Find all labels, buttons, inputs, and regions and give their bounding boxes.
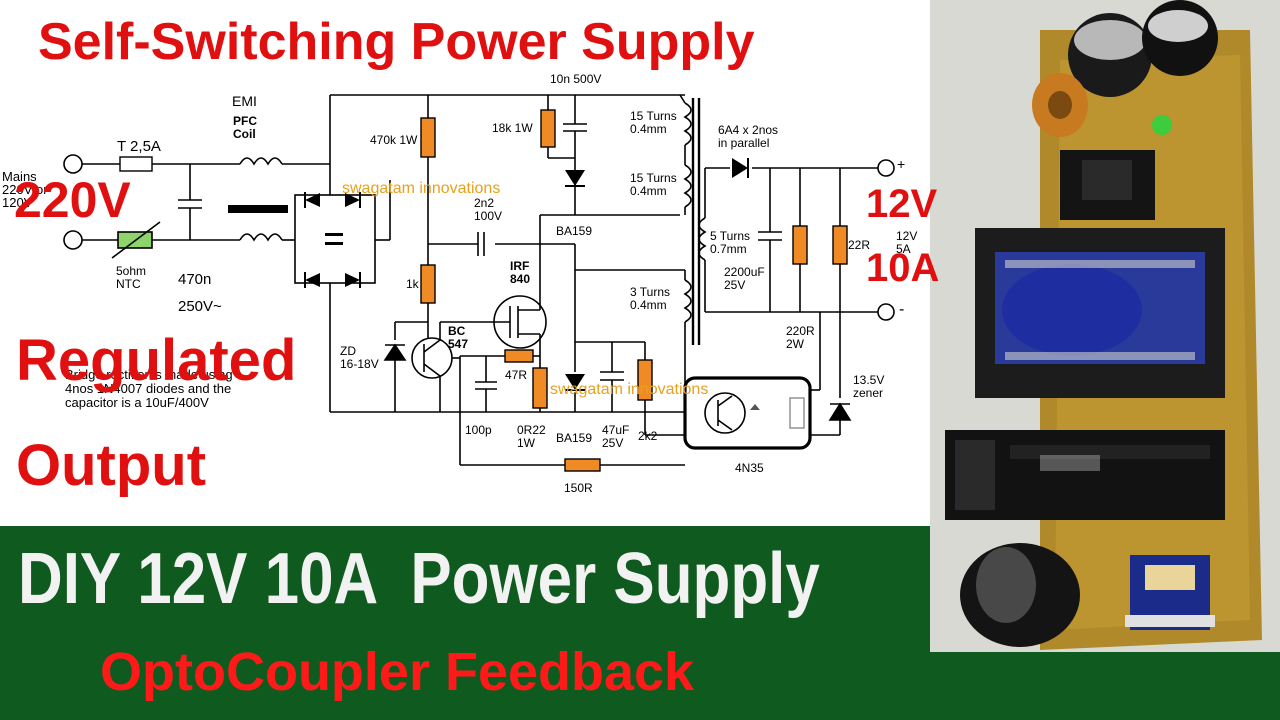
r-47r-label: 47R (505, 368, 528, 382)
c-2n2-label: 2n2 100V (474, 196, 503, 223)
r-22r-label: 22R (848, 238, 871, 252)
resistors (420, 109, 848, 472)
winding-15a-label: 15 Turns 0.4mm (630, 109, 677, 136)
pfc-coil-label: PFC Coil (233, 114, 257, 141)
pfc-core (228, 205, 288, 213)
d-ba159-top-label: BA159 (556, 224, 593, 238)
c-47u-label: 47uF 25V (602, 423, 630, 450)
page-title: Self-Switching Power Supply (38, 13, 755, 71)
zener-135-label: 13.5V zener (853, 373, 885, 400)
bridge-note: Bridge rectifier is made using 4nos 1N40… (65, 367, 233, 410)
r-150r-label: 150R (564, 481, 593, 495)
output-rating-label: 12V 5A (896, 229, 918, 256)
pcb-board (945, 0, 1262, 650)
fuse-symbol (119, 156, 153, 172)
output-current: 10A (866, 246, 940, 290)
d-6a4-label: 6A4 x 2nos in parallel (718, 123, 779, 150)
diodes (565, 158, 760, 410)
r-18k-label: 18k 1W (492, 121, 533, 135)
c-100p-label: 100p (465, 423, 492, 437)
side-text-regulated: Regulated (16, 328, 297, 393)
c-10n-label: 10n 500V (550, 72, 602, 86)
watermark-bottom: swagatam innovations (550, 381, 709, 398)
winding-5-label: 5 Turns 0.7mm (710, 229, 751, 256)
minus-terminal-label: - (899, 301, 905, 318)
opto-label: 4N35 (735, 461, 764, 475)
banner-subtitle: OptoCoupler Feedback (100, 642, 695, 702)
c-2200-label: 2200uF 25V (724, 265, 765, 292)
zd-label: ZD 16-18V (340, 344, 379, 371)
schematic-wires (63, 94, 895, 466)
banner-main-title: DIY 12V 10A Power Supply (18, 539, 820, 619)
winding-3-label: 3 Turns 0.4mm (630, 285, 671, 312)
watermark-top: swagatam innovations (342, 180, 501, 197)
r-0r22-label: 0R22 1W (517, 423, 546, 450)
winding-15b-label: 15 Turns 0.4mm (630, 171, 677, 198)
ntc-label: 5ohm NTC (116, 264, 147, 291)
emi-label: EMI (232, 93, 257, 109)
fuse-label: T 2,5A (117, 138, 161, 155)
r-1k-label: 1k (406, 277, 419, 291)
r-470k-label: 470k 1W (370, 133, 418, 147)
r-220r-label: 220R 2W (786, 324, 815, 351)
plus-terminal-label: + (897, 156, 906, 172)
output-voltage: 12V (866, 182, 938, 226)
d-ba159-bot-label: BA159 (556, 431, 593, 445)
bridge-diodes (304, 192, 361, 288)
side-text-output: Output (16, 433, 207, 498)
cap-250v-label: 250V~ (178, 298, 222, 315)
bc547-label: BC 547 (448, 324, 469, 351)
cap-470n-label: 470n (178, 271, 212, 288)
input-voltage: 220V (14, 172, 131, 228)
mosfet-label: IRF 840 (510, 259, 531, 286)
mains-label: Mains 220V or 120V (2, 169, 48, 210)
r-2k2-label: 2k2 (638, 429, 658, 443)
